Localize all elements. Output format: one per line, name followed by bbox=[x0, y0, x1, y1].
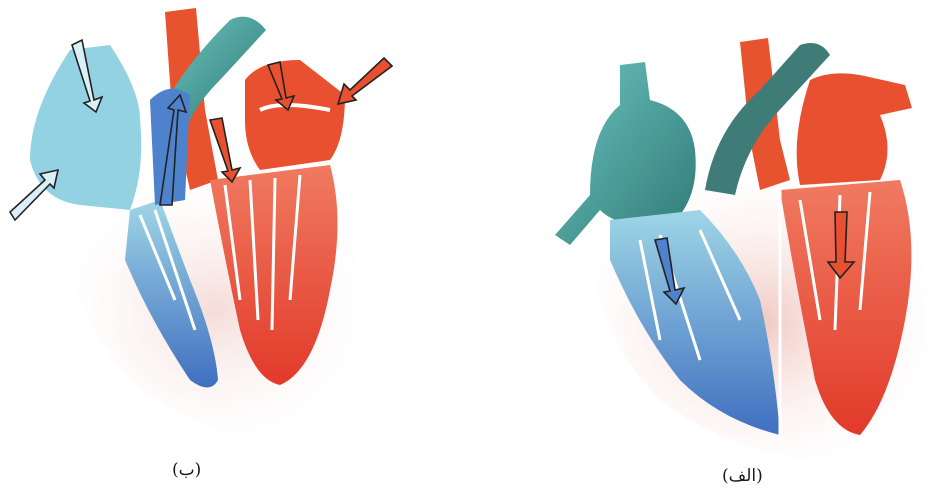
caption-panel-b: (ب) bbox=[172, 460, 201, 480]
left-atrium-b bbox=[245, 60, 345, 170]
arrow-icon bbox=[338, 58, 392, 104]
heart-b bbox=[10, 8, 392, 440]
heart-alef bbox=[555, 38, 926, 465]
caption-panel-alef: (الف) bbox=[722, 466, 763, 486]
left-atrium-alef bbox=[797, 73, 912, 185]
arrow-icon bbox=[10, 170, 58, 220]
